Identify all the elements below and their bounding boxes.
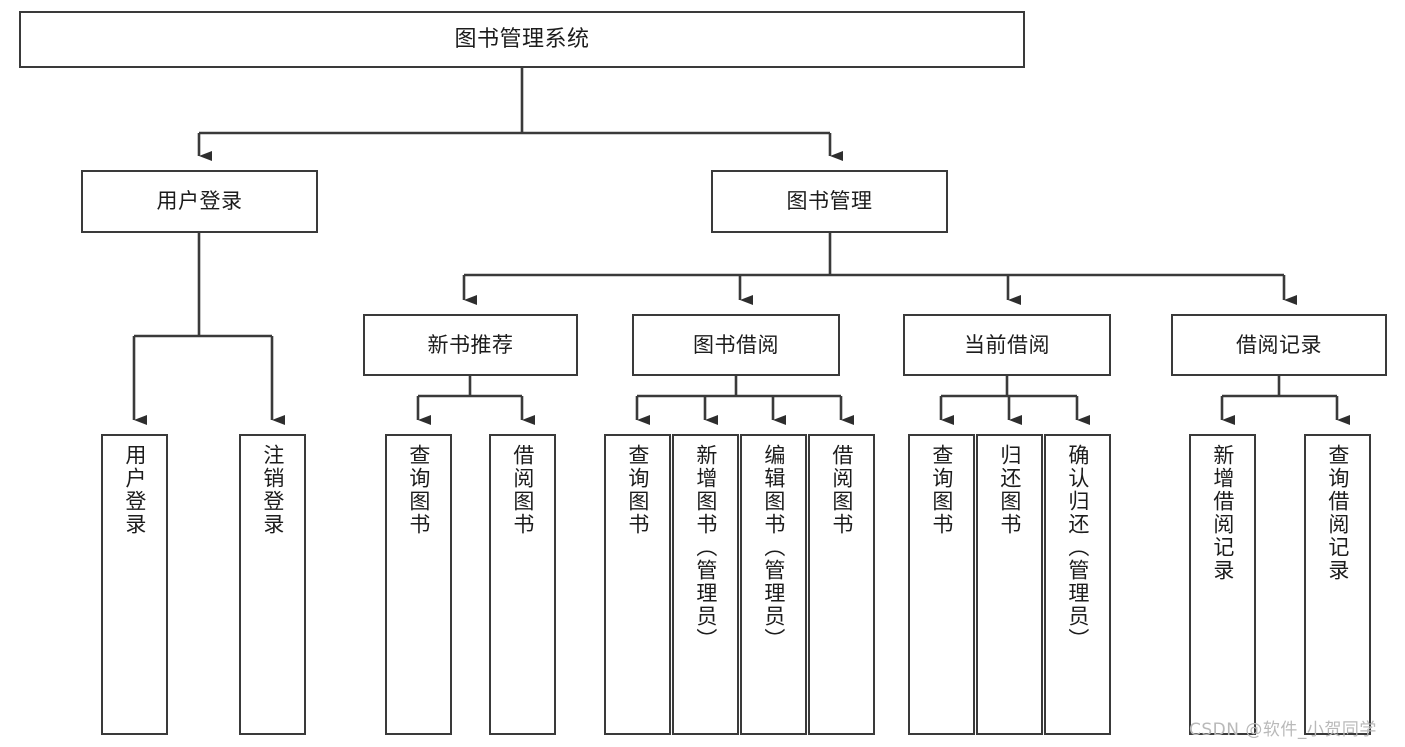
node-label: 查询图书 (929, 444, 954, 536)
node-user-login[interactable]: 用户登录 (81, 170, 318, 233)
node-label: 编辑图书（管理员） (761, 444, 786, 651)
leaf-borrow-book[interactable]: 借阅图书 (808, 434, 875, 735)
node-label: 新增图书（管理员） (693, 444, 718, 651)
node-label: 图书管理系统 (454, 26, 590, 52)
leaf-add-borrow-record[interactable]: 新增借阅记录 (1189, 434, 1256, 735)
node-book-management[interactable]: 图书管理 (711, 170, 948, 233)
leaf-confirm-return-admin[interactable]: 确认归还（管理员） (1044, 434, 1111, 735)
node-label: 查询图书 (625, 444, 650, 536)
leaf-query-book-current[interactable]: 查询图书 (908, 434, 975, 735)
node-new-book-recommend[interactable]: 新书推荐 (363, 314, 578, 376)
leaf-query-book-newbook[interactable]: 查询图书 (385, 434, 452, 735)
node-borrow-record[interactable]: 借阅记录 (1171, 314, 1387, 376)
node-label: 借阅图书 (829, 444, 854, 536)
leaf-user-login[interactable]: 用户登录 (101, 434, 168, 735)
node-label: 当前借阅 (964, 332, 1050, 357)
node-label: 注销登录 (260, 444, 285, 536)
node-label: 查询借阅记录 (1325, 444, 1350, 582)
leaf-query-borrow-record[interactable]: 查询借阅记录 (1304, 434, 1371, 735)
leaf-add-book-admin[interactable]: 新增图书（管理员） (672, 434, 739, 735)
node-label: 图书借阅 (693, 332, 779, 357)
leaf-edit-book-admin[interactable]: 编辑图书（管理员） (740, 434, 807, 735)
leaf-borrow-book-newbook[interactable]: 借阅图书 (489, 434, 556, 735)
node-label: 确认归还（管理员） (1065, 444, 1090, 651)
node-label: 新书推荐 (427, 332, 514, 357)
leaf-logout[interactable]: 注销登录 (239, 434, 306, 735)
node-label: 用户登录 (156, 189, 243, 214)
node-label: 图书管理 (786, 189, 873, 214)
node-label: 新增借阅记录 (1210, 444, 1235, 582)
node-book-borrow[interactable]: 图书借阅 (632, 314, 840, 376)
node-label: 用户登录 (122, 444, 147, 536)
leaf-query-book-borrow[interactable]: 查询图书 (604, 434, 671, 735)
csdn-watermark: CSDN @软件_小贺同学 (1189, 720, 1377, 740)
node-label: 查询图书 (406, 444, 431, 536)
node-label: 借阅记录 (1236, 332, 1322, 357)
leaf-return-book[interactable]: 归还图书 (976, 434, 1043, 735)
node-root-library-system[interactable]: 图书管理系统 (19, 11, 1025, 68)
node-label: 归还图书 (997, 444, 1022, 536)
node-current-borrow[interactable]: 当前借阅 (903, 314, 1111, 376)
node-label: 借阅图书 (510, 444, 535, 536)
